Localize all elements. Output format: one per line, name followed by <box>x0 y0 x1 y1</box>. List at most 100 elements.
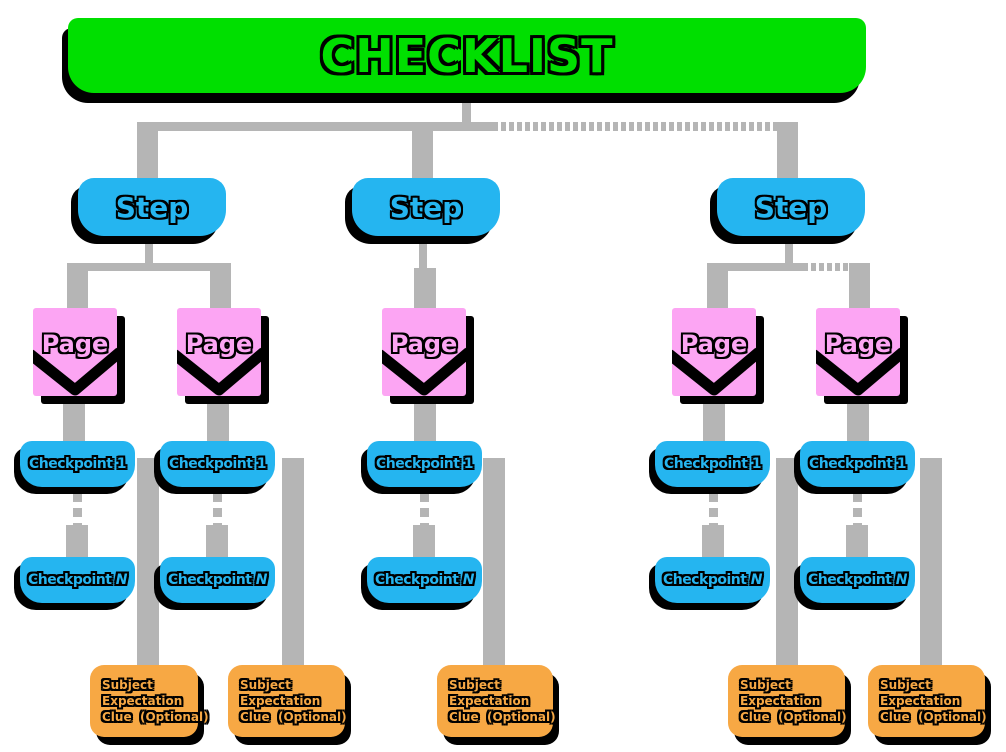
connector <box>707 263 803 271</box>
connector <box>707 263 728 309</box>
checkpoint-last-label: Checkpoint N <box>807 572 908 588</box>
checkpoint-first-label: Checkpoint 1 <box>663 456 762 472</box>
optional-info-node: Subject Expectation Clue (Optional) <box>90 665 209 737</box>
checkpoint-last-node: Checkpoint N <box>160 557 275 603</box>
connector <box>419 238 427 269</box>
connector <box>137 122 493 131</box>
optional-line: Clue (Optional) <box>449 710 556 724</box>
checkpoint-last-node: Checkpoint N <box>20 557 135 603</box>
connector <box>67 263 88 309</box>
optional-line: Clue (Optional) <box>102 710 209 724</box>
optional-line: Clue (Optional) <box>240 710 347 724</box>
connector <box>920 458 942 666</box>
checkpoint-last-node: Checkpoint N <box>655 557 770 603</box>
checkpoint-last-label: Checkpoint N <box>374 572 475 588</box>
checkpoint-last-node: Checkpoint N <box>367 557 482 603</box>
check-v-icon <box>816 347 900 396</box>
checkpoint-last-label: Checkpoint N <box>27 572 128 588</box>
step-node: Step <box>352 178 500 236</box>
optional-info-node: Subject Expectation Clue (Optional) <box>868 665 987 737</box>
optional-line: Subject <box>740 678 791 692</box>
connector <box>846 525 868 557</box>
connector-dashed <box>803 263 849 271</box>
connector <box>207 396 229 442</box>
optional-info-node: Subject Expectation Clue (Optional) <box>728 665 847 737</box>
connector <box>282 458 304 666</box>
page-label: Page <box>824 330 892 358</box>
connector <box>847 396 869 442</box>
connector <box>414 396 436 442</box>
optional-line: Expectation <box>102 694 183 708</box>
optional-line: Subject <box>449 678 500 692</box>
checklist-banner: CHECKLIST <box>68 18 866 93</box>
check-v-icon <box>33 347 117 396</box>
checkpoint-first-label: Checkpoint 1 <box>168 456 267 472</box>
connector <box>462 93 471 124</box>
connector-dashed <box>73 493 82 526</box>
connector <box>137 122 158 179</box>
optional-line: Clue (Optional) <box>740 710 847 724</box>
connector <box>785 238 793 264</box>
optional-info-node: Subject Expectation Clue (Optional) <box>437 665 556 737</box>
page-label: Page <box>390 330 458 358</box>
check-v-icon <box>382 347 466 396</box>
connector <box>66 525 88 557</box>
page-node: Page <box>177 308 261 396</box>
optional-line: Expectation <box>449 694 530 708</box>
connector <box>63 396 85 442</box>
connector <box>412 122 433 179</box>
connector <box>137 458 159 666</box>
connector <box>414 268 436 309</box>
step-node: Step <box>78 178 226 236</box>
optional-line: Expectation <box>880 694 961 708</box>
checkpoint-first-node: Checkpoint 1 <box>20 441 135 487</box>
step-label: Step <box>754 190 828 224</box>
optional-line: Clue (Optional) <box>880 710 987 724</box>
optional-line: Subject <box>880 678 931 692</box>
checkpoint-last-label: Checkpoint N <box>662 572 763 588</box>
page-label: Page <box>41 330 109 358</box>
optional-line: Expectation <box>240 694 321 708</box>
connector <box>206 525 228 557</box>
check-v-icon <box>672 347 756 396</box>
connector <box>777 122 798 179</box>
checkpoint-last-label: Checkpoint N <box>167 572 268 588</box>
checkpoint-last-node: Checkpoint N <box>800 557 915 603</box>
connector <box>210 263 231 309</box>
step-node: Step <box>717 178 865 236</box>
checkpoint-first-label: Checkpoint 1 <box>375 456 474 472</box>
page-label: Page <box>680 330 748 358</box>
checkpoint-first-label: Checkpoint 1 <box>808 456 907 472</box>
checkpoint-first-node: Checkpoint 1 <box>160 441 275 487</box>
page-node: Page <box>382 308 466 396</box>
connector <box>145 238 153 264</box>
page-node: Page <box>816 308 900 396</box>
check-v-icon <box>177 347 261 396</box>
optional-line: Subject <box>102 678 153 692</box>
checklist-title: CHECKLIST <box>320 28 614 83</box>
checkpoint-first-node: Checkpoint 1 <box>800 441 915 487</box>
connector-dashed <box>709 493 718 526</box>
connector-dashed <box>420 493 429 526</box>
connector <box>483 458 505 666</box>
page-node: Page <box>672 308 756 396</box>
page-node: Page <box>33 308 117 396</box>
connector <box>67 263 231 271</box>
checkpoint-first-node: Checkpoint 1 <box>655 441 770 487</box>
step-label: Step <box>389 190 463 224</box>
optional-info-node: Subject Expectation Clue (Optional) <box>228 665 347 737</box>
checkpoint-first-node: Checkpoint 1 <box>367 441 482 487</box>
connector-dashed <box>493 122 777 131</box>
optional-line: Expectation <box>740 694 821 708</box>
connector <box>849 263 870 309</box>
connector <box>702 525 724 557</box>
connector <box>776 458 798 666</box>
step-label: Step <box>115 190 189 224</box>
connector <box>703 396 725 442</box>
optional-line: Subject <box>240 678 291 692</box>
connector <box>413 525 435 557</box>
page-label: Page <box>185 330 253 358</box>
checkpoint-first-label: Checkpoint 1 <box>28 456 127 472</box>
connector-dashed <box>853 493 862 526</box>
